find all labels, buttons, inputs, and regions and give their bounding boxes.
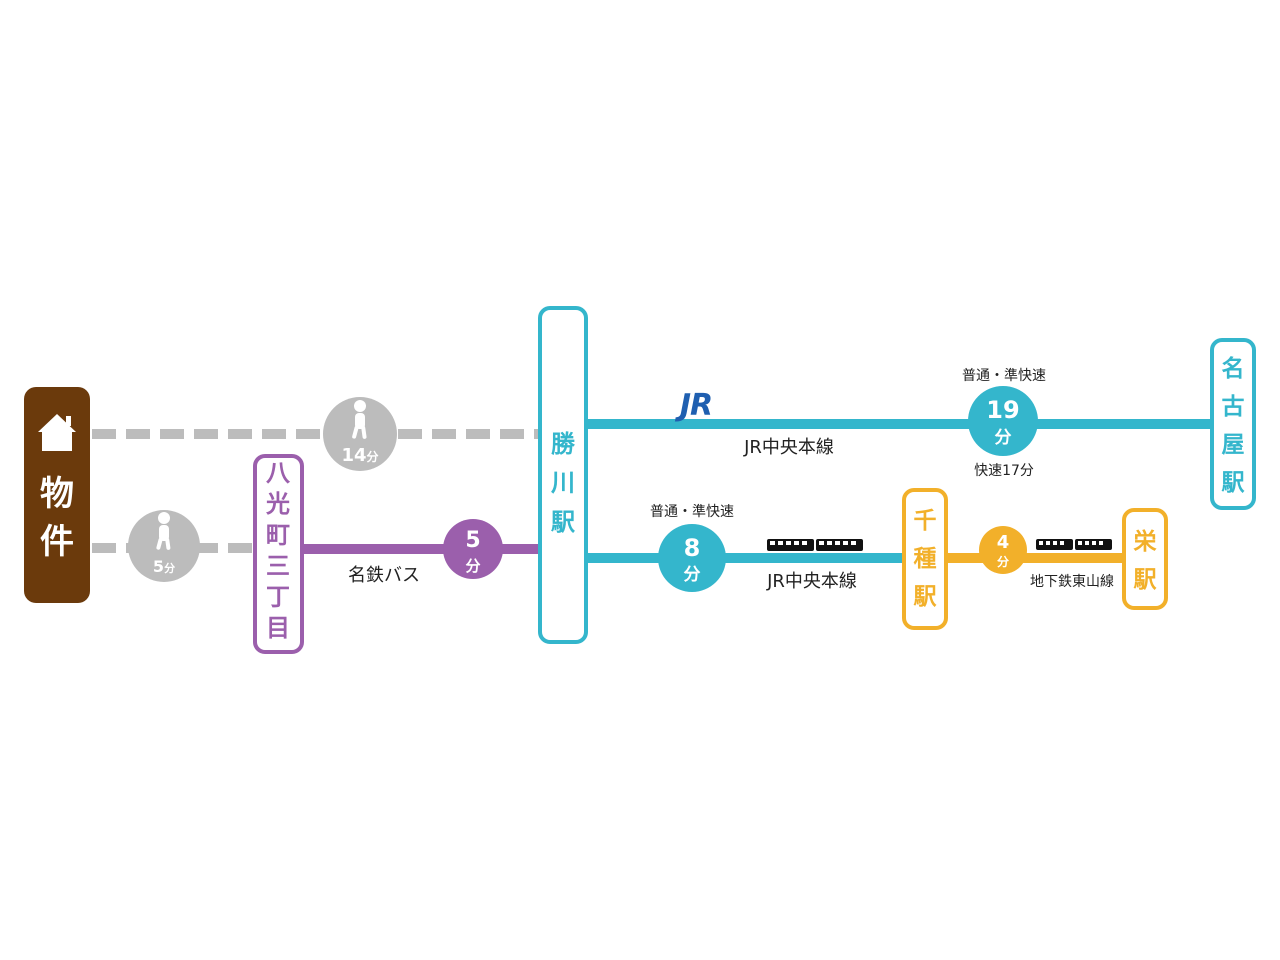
jr-upper-service: 普通・準快速	[962, 368, 1046, 384]
jr-lower-minutes: 8	[684, 534, 701, 562]
walk-time-badge-upper: 14分	[323, 397, 397, 471]
svg-text:5分: 5分	[153, 557, 175, 576]
walking-person-icon	[156, 512, 171, 550]
jr-lower-service: 普通・準快速	[650, 504, 734, 520]
station-char: 駅	[551, 508, 575, 536]
station-char: 駅	[1134, 567, 1157, 593]
subway-time-badge: 4 分	[979, 526, 1027, 574]
walk-minutes-upper: 14	[341, 445, 366, 466]
station-char: 勝	[551, 430, 576, 458]
jr-upper-line-name: JR中央本線	[743, 437, 834, 458]
property-label-1: 物	[40, 474, 74, 514]
walking-person-icon	[352, 400, 367, 439]
subway-minutes: 4	[997, 532, 1010, 553]
station-char: 八	[266, 459, 291, 487]
subway-unit: 分	[997, 554, 1009, 569]
station-char: 目	[266, 614, 290, 642]
station-sakae: 栄 駅	[1122, 508, 1168, 610]
station-char: 千	[914, 508, 937, 534]
jr-lower-time-badge: 8 分	[658, 524, 726, 592]
station-char: 名	[1222, 355, 1245, 382]
station-hakko-sanchome: 八 光 町 三 丁 目	[253, 454, 304, 654]
jr-lower-line-name: JR中央本線	[766, 571, 857, 592]
station-char: 駅	[1222, 470, 1245, 496]
station-char: 丁	[266, 583, 290, 611]
bus-line-name: 名鉄バス	[348, 565, 420, 586]
house-icon	[38, 414, 76, 451]
station-char: 栄	[1133, 529, 1158, 555]
walk-time-badge-lower: 5分	[128, 510, 200, 582]
station-kachigawa: 勝 川 駅	[538, 306, 588, 644]
station-char: 駅	[914, 584, 937, 610]
train-icon	[1036, 539, 1112, 550]
station-chikusa: 千 種 駅	[902, 488, 948, 630]
jr-upper-minutes: 19	[986, 396, 1019, 424]
jr-upper-unit: 分	[995, 428, 1012, 448]
walk-minutes-lower: 5	[153, 557, 164, 576]
svg-text:14分: 14分	[341, 445, 378, 466]
station-nagoya: 名 古 屋 駅	[1210, 338, 1256, 510]
bus-minutes: 5	[465, 528, 480, 553]
walk-unit-upper: 分	[367, 449, 379, 464]
jr-upper-time-badge: 19 分	[968, 386, 1038, 456]
station-char: 種	[914, 546, 937, 572]
station-char: 川	[551, 469, 575, 497]
property-label-2: 件	[40, 522, 74, 562]
bus-time-badge: 5 分	[443, 519, 503, 579]
property-box: 物 件	[24, 387, 90, 603]
subway-line-name: 地下鉄東山線	[1030, 574, 1114, 590]
jr-logo: JR	[675, 388, 712, 423]
station-char: 屋	[1222, 432, 1245, 458]
jr-upper-rapid-note: 快速17分	[974, 463, 1034, 479]
station-char: 光	[265, 490, 290, 518]
station-char: 三	[266, 552, 290, 580]
station-char: 古	[1222, 394, 1245, 420]
jr-lower-unit: 分	[684, 565, 701, 585]
train-icon	[767, 539, 863, 551]
station-char: 町	[266, 521, 290, 549]
walk-unit-lower: 分	[164, 561, 175, 575]
bus-unit: 分	[465, 557, 480, 575]
